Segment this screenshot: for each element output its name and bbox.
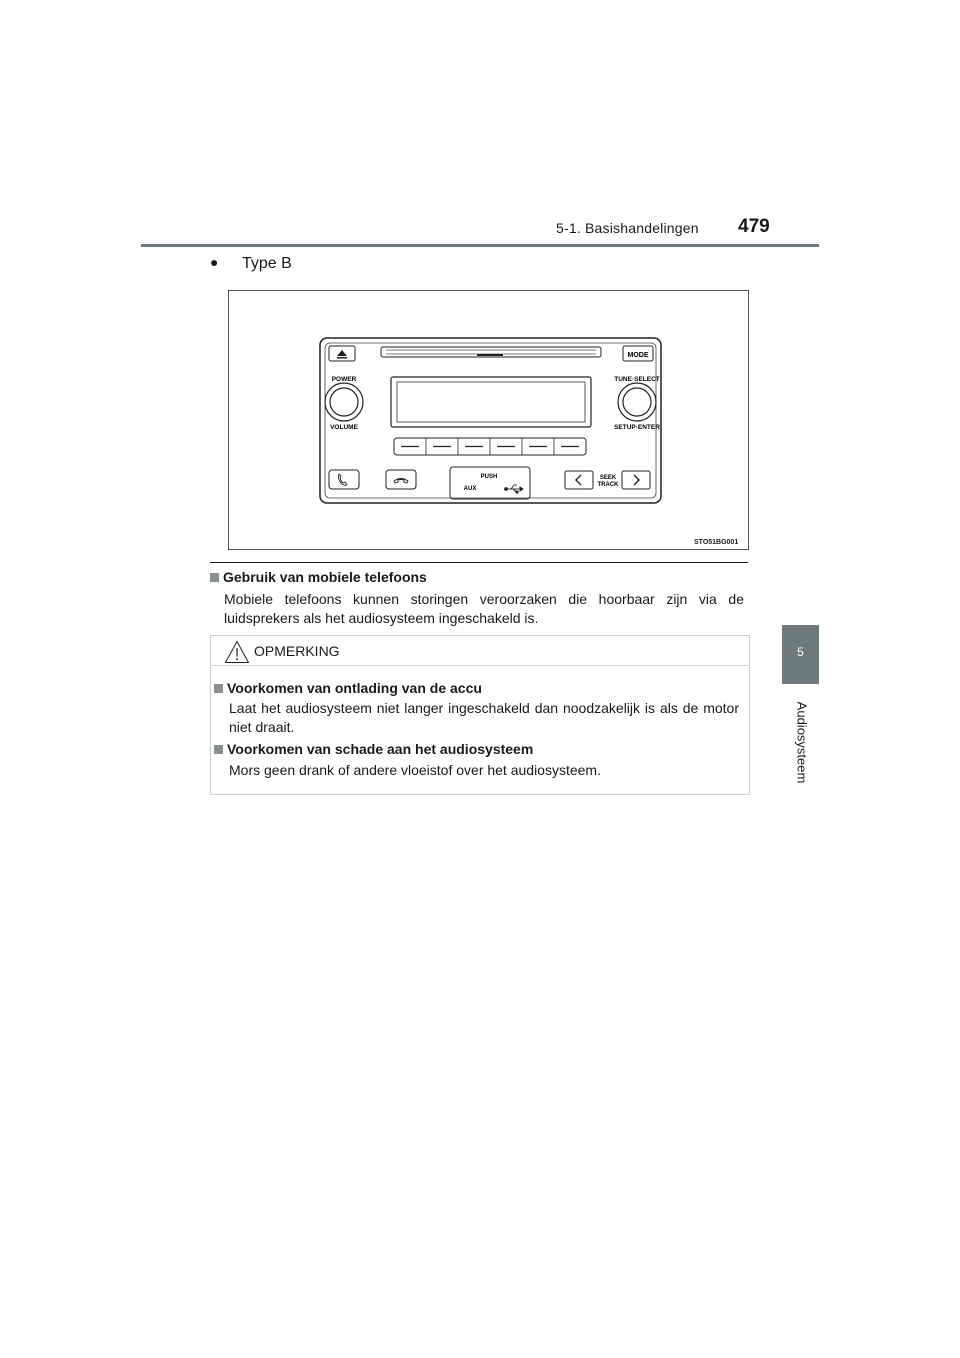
- type-label: Type B: [242, 255, 292, 272]
- usb-icon: [504, 484, 524, 494]
- header-rule: [141, 244, 819, 247]
- seek-label: SEEK: [600, 475, 617, 481]
- eject-button: [328, 345, 356, 362]
- preset-buttons: [393, 437, 587, 456]
- phone-hangup-button: [385, 469, 417, 490]
- caution-body: Laat het audiosysteem niet langer ingesc…: [229, 700, 739, 735]
- phone-hangup-icon: [393, 478, 409, 484]
- aux-usb-port: PUSH AUX: [449, 466, 531, 500]
- square-bullet-icon: [210, 573, 219, 582]
- panel-outline: [319, 337, 662, 504]
- tune-select-label: TUNE·SELECT: [614, 376, 660, 383]
- power-label: POWER: [332, 376, 357, 383]
- track-label: TRACK: [598, 482, 620, 488]
- aux-label: AUX: [464, 486, 477, 492]
- chevron-right-icon: [633, 474, 640, 486]
- mode-button: MODE: [622, 345, 654, 362]
- phone-icon: [337, 473, 348, 486]
- page-number: 479: [738, 216, 770, 237]
- section-body: Mobiele telefoons kunnen storingen veroo…: [224, 591, 744, 626]
- chevron-left-icon: [575, 474, 582, 486]
- square-bullet-icon: [214, 745, 223, 754]
- square-bullet-icon: [214, 684, 223, 693]
- audio-unit-illustration: MODE POWER VOLUME TUNE·SELECT SETUP·ENTE…: [319, 337, 662, 504]
- warning-triangle-icon: [224, 640, 250, 669]
- section-title: 5-1. Basishandelingen: [556, 220, 699, 236]
- setup-enter-label: SETUP·ENTER: [614, 424, 660, 431]
- eject-icon: [337, 350, 347, 356]
- caution-heading: Voorkomen van ontlading van de accu: [214, 680, 482, 696]
- caution-title: OPMERKING: [254, 643, 340, 659]
- bullet-icon: ●: [210, 254, 219, 270]
- figure-id: STO51BG001: [694, 539, 739, 546]
- caution-heading: Voorkomen van schade aan het audiosystee…: [214, 741, 533, 757]
- chapter-tab: 5: [782, 625, 819, 684]
- push-label: PUSH: [481, 474, 498, 480]
- seek-forward-button: [621, 470, 651, 490]
- section-divider: [210, 562, 748, 563]
- section-heading-text: Gebruik van mobiele telefoons: [223, 569, 427, 585]
- display: [390, 376, 592, 428]
- volume-label: VOLUME: [330, 424, 358, 431]
- mode-label: MODE: [628, 352, 649, 359]
- caution-heading-text: Voorkomen van ontlading van de accu: [227, 680, 482, 696]
- caution-box: [210, 635, 750, 795]
- caution-divider: [211, 665, 749, 666]
- cd-slot: [380, 346, 602, 358]
- tune-knob: [617, 382, 657, 422]
- caution-body: Mors geen drank of andere vloeistof over…: [229, 762, 601, 778]
- section-heading: Gebruik van mobiele telefoons: [210, 569, 427, 585]
- phone-pickup-button: [328, 469, 360, 490]
- volume-knob: [324, 382, 364, 422]
- chapter-label: Audiosysteem: [794, 701, 810, 784]
- audio-unit-figure: MODE POWER VOLUME TUNE·SELECT SETUP·ENTE…: [228, 290, 749, 550]
- caution-heading-text: Voorkomen van schade aan het audiosystee…: [227, 741, 534, 757]
- seek-back-button: [564, 470, 594, 490]
